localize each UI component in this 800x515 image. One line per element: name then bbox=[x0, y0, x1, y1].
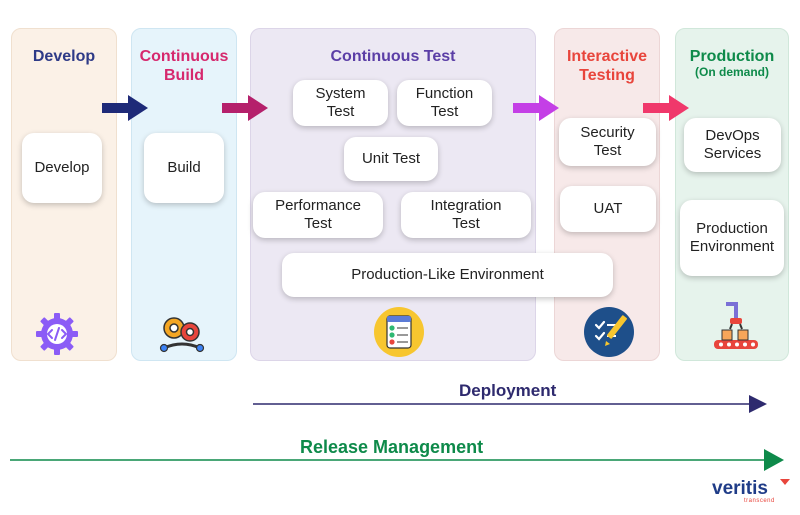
card-performance-test: Performance Test bbox=[253, 192, 383, 238]
stage-test-title: Continuous Test bbox=[330, 48, 456, 65]
pen-checklist-icon bbox=[584, 307, 634, 357]
veritis-logo: veritis transcend bbox=[712, 479, 794, 509]
code-gear-icon bbox=[36, 313, 78, 355]
card-production-environment: Production Environment bbox=[680, 200, 784, 276]
deployment-arrow bbox=[253, 395, 767, 413]
deployment-label: Deployment bbox=[459, 381, 557, 400]
stage-production-title: Production bbox=[689, 48, 775, 65]
card-function-test: Function Test bbox=[397, 80, 492, 126]
logo-wordmark: veritis bbox=[712, 478, 768, 499]
card-devops-services: DevOps Services bbox=[684, 118, 781, 172]
card-uat: UAT bbox=[560, 186, 656, 232]
stage-arrow-develop-build bbox=[102, 95, 148, 121]
stage-build-title: Continuous Build bbox=[139, 48, 229, 84]
robot-arm-icon bbox=[714, 302, 758, 349]
card-production-like-environment: Production-Like Environment bbox=[282, 253, 613, 297]
checklist-icon bbox=[374, 307, 424, 357]
card-security-test: Security Test bbox=[559, 118, 656, 166]
stage-interactive-title: Interactive Testing bbox=[566, 48, 648, 84]
logo-mark-icon bbox=[780, 479, 790, 485]
stage-arrow-test-interactive bbox=[513, 95, 559, 121]
stage-production-subtitle: (On demand) bbox=[695, 65, 769, 79]
card-system-test: System Test bbox=[293, 80, 388, 126]
logo-tagline: transcend bbox=[744, 498, 775, 504]
card-develop: Develop bbox=[22, 133, 102, 203]
card-unit-test: Unit Test bbox=[344, 137, 438, 181]
gears-wrench-icon bbox=[159, 317, 205, 353]
card-integration-test: Integration Test bbox=[401, 192, 531, 238]
stage-develop-title: Develop bbox=[32, 48, 96, 65]
stage-arrow-interactive-production bbox=[643, 95, 689, 121]
release-management-label: Release Management bbox=[300, 437, 484, 457]
release-management-arrow bbox=[10, 449, 784, 471]
card-build: Build bbox=[144, 133, 224, 203]
stage-arrow-build-test bbox=[222, 95, 268, 121]
